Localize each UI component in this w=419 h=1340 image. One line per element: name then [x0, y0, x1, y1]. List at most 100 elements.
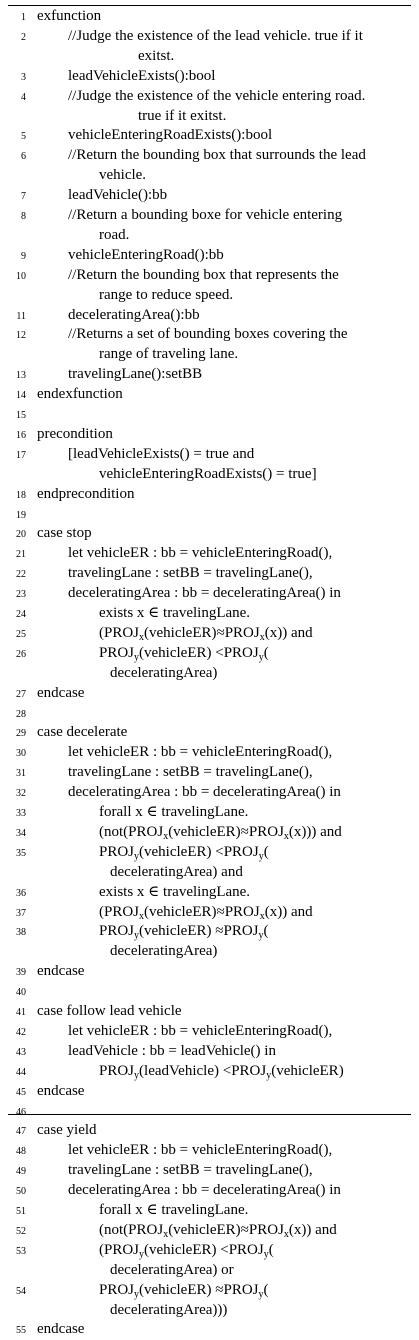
listing-line: 8//Return a bounding boxe for vehicle en… — [0, 206, 419, 225]
line-text: (not(PROJx(vehicleER)≈PROJx(x)) and — [99, 1221, 337, 1240]
listing-line: range to reduce speed. — [0, 286, 419, 305]
listing-line: range of traveling lane. — [0, 345, 419, 364]
line-number: 35 — [16, 847, 26, 859]
line-text: travelingLane : setBB = travelingLane(), — [68, 565, 313, 582]
line-text: travelingLane : setBB = travelingLane(), — [68, 1162, 313, 1179]
line-text: (not(PROJx(vehicleER)≈PROJx(x))) and — [99, 823, 342, 842]
line-text: exists x ∈ travelingLane. — [99, 605, 251, 621]
line-text: PROJy(vehicleER) ≈PROJy( — [99, 923, 269, 942]
line-number: 6 — [21, 151, 26, 163]
line-number: 3 — [21, 71, 26, 83]
line-text: //Judge the existence of the lead vehicl… — [68, 27, 363, 44]
line-number: 19 — [16, 509, 26, 521]
line-text: exfunction — [37, 8, 102, 24]
line-text: deceleratingArea) or — [110, 1261, 234, 1278]
line-text: endcase — [37, 963, 85, 980]
line-text: //Return a bounding boxe for vehicle ent… — [68, 207, 343, 223]
line-text: leadVehicle : bb = leadVehicle() in — [68, 1042, 276, 1059]
line-number: 42 — [16, 1026, 26, 1038]
line-text: true if it exitst. — [138, 107, 227, 124]
listing-line: deceleratingArea) — [0, 942, 419, 961]
listing-line: 21 let vehicleER : bb = vehicleEnteringRo… — [0, 544, 419, 563]
line-number: 12 — [16, 330, 26, 342]
line-text: deceleratingArea():bb — [68, 306, 200, 323]
line-number: 1 — [21, 12, 26, 23]
listing-line: 6//Return the bounding box that surround… — [0, 146, 419, 165]
line-number: 45 — [16, 1086, 26, 1098]
listing-line: 34(not(PROJx(vehicleER)≈PROJx(x))) and — [0, 823, 419, 842]
line-number: 39 — [16, 967, 26, 979]
listing-line: deceleratingArea) and — [0, 863, 419, 882]
line-text: vehicleEnteringRoad():bb — [68, 246, 224, 263]
line-text: let vehicleER : bb = vehicleEnteringRoad… — [68, 744, 333, 761]
line-number: 28 — [16, 708, 26, 720]
line-text: PROJy(vehicleER) <PROJy( — [99, 644, 269, 663]
line-number: 43 — [16, 1046, 26, 1058]
listing-line: 39 endcase — [0, 962, 419, 981]
line-text: endexfunction — [37, 386, 123, 403]
listing-line: 1 exfunction — [0, 7, 419, 26]
line-number: 47 — [16, 1126, 26, 1138]
line-text: (PROJx(vehicleER)≈PROJx(x)) and — [99, 624, 313, 643]
line-number: 53 — [16, 1245, 26, 1257]
line-text: deceleratingArea) — [110, 943, 218, 960]
line-number: 11 — [16, 310, 26, 322]
line-number: 21 — [16, 549, 26, 561]
listing-line: deceleratingArea))) — [0, 1301, 419, 1320]
line-number: 25 — [16, 628, 26, 640]
line-text: vehicleEnteringRoadExists() = true] — [99, 465, 317, 482]
line-text: PROJy(vehicleER) <PROJy( — [99, 843, 269, 862]
listing-line: 43 leadVehicle : bb = leadVehicle() in — [0, 1042, 419, 1061]
listing-line: 29 case decelerate — [0, 723, 419, 742]
line-number: 36 — [16, 887, 26, 899]
listing-line: vehicle. — [0, 166, 419, 185]
listing-line: deceleratingArea) — [0, 664, 419, 683]
bottom-rule — [8, 1114, 411, 1115]
listing-line: 46 — [0, 1102, 419, 1121]
line-number: 55 — [16, 1325, 26, 1337]
line-text: deceleratingArea : bb = deceleratingArea… — [68, 784, 341, 801]
listing-line: 37(PROJx(vehicleER)≈PROJx(x)) and — [0, 903, 419, 922]
line-text: (PROJy(vehicleER) <PROJy( — [99, 1241, 274, 1260]
listing-line: 2//Judge the existence of the lead vehic… — [0, 27, 419, 46]
line-number: 26 — [16, 648, 26, 660]
line-number: 7 — [21, 191, 26, 203]
line-text: //Return the bounding box that represent… — [68, 266, 339, 283]
listing-line: 26 PROJy(vehicleER) <PROJy( — [0, 644, 419, 663]
line-number: 29 — [16, 728, 26, 740]
line-text: let vehicleER : bb = vehicleEnteringRoad… — [68, 545, 333, 562]
line-text: road. — [99, 226, 130, 243]
line-text: case decelerate — [37, 724, 128, 741]
line-number: 14 — [16, 390, 26, 402]
listing-line: 49 travelingLane : setBB = travelingLane(… — [0, 1161, 419, 1180]
line-number: 13 — [16, 370, 26, 382]
line-number: 49 — [16, 1166, 26, 1178]
listing-line: 28 — [0, 704, 419, 723]
line-text: deceleratingArea) — [110, 664, 218, 681]
line-number: 41 — [16, 1007, 26, 1018]
listing-line: vehicleEnteringRoadExists() = true] — [0, 465, 419, 484]
line-text: forall x ∈ travelingLane. — [99, 1202, 249, 1218]
algorithm-listing: 1 exfunction 2//Judge the existence of the… — [0, 5, 419, 1337]
line-text: range to reduce speed. — [99, 286, 234, 303]
line-text: deceleratingArea : bb = deceleratingArea… — [68, 585, 341, 602]
line-text: case stop — [37, 525, 92, 542]
line-number: 38 — [16, 927, 26, 939]
line-text: deceleratingArea : bb = deceleratingArea… — [68, 1182, 341, 1199]
line-text: deceleratingArea))) — [110, 1301, 228, 1318]
line-number: 40 — [16, 987, 26, 999]
listing-line: 10//Return the bounding box that represe… — [0, 266, 419, 285]
